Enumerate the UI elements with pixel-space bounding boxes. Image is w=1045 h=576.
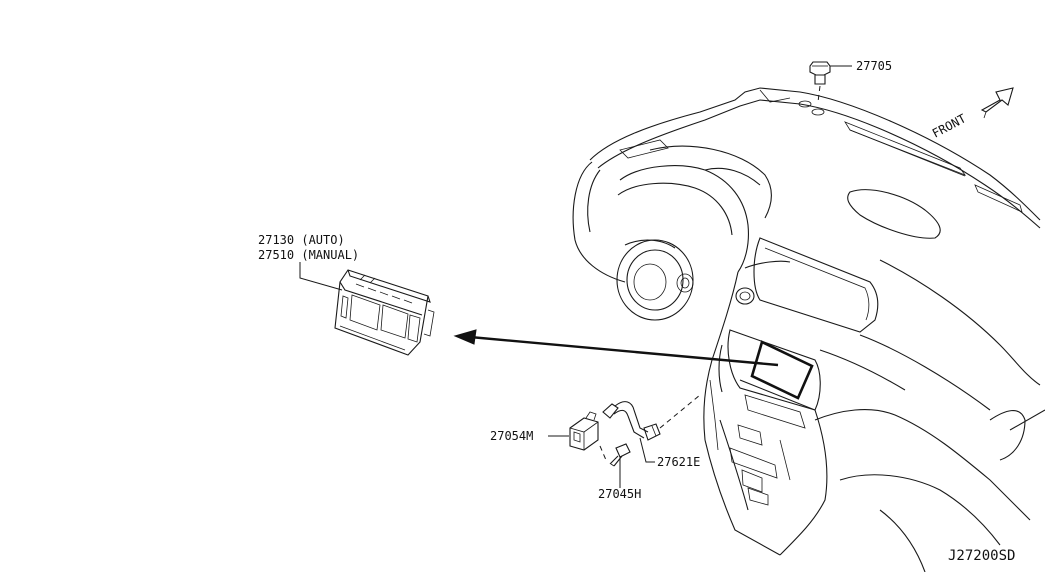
location-arrow	[453, 329, 779, 367]
screw-part-27045h: 27045H	[598, 443, 641, 501]
bracket-part-27054m: 27054M	[490, 411, 599, 451]
part-label-clip: 27705	[856, 59, 892, 73]
drawing-code: J27200SD	[948, 548, 1015, 564]
hose-part-27621e: 27621E	[602, 394, 700, 469]
part-label-hvac-auto: 27130 (AUTO)	[258, 233, 345, 247]
clip-part-27705: 27705	[809, 59, 892, 103]
part-label-hvac-manual: 27510 (MANUAL)	[258, 248, 359, 262]
part-label-bracket: 27054M	[490, 429, 533, 443]
front-label: FRONT	[930, 111, 968, 140]
part-label-screw: 27045H	[598, 487, 641, 501]
front-arrow: FRONT	[930, 87, 1014, 141]
instrument-panel-drawing	[572, 87, 1045, 573]
hvac-control-unit: 27130 (AUTO) 27510 (MANUAL)	[258, 233, 435, 356]
part-label-hose: 27621E	[657, 455, 700, 469]
